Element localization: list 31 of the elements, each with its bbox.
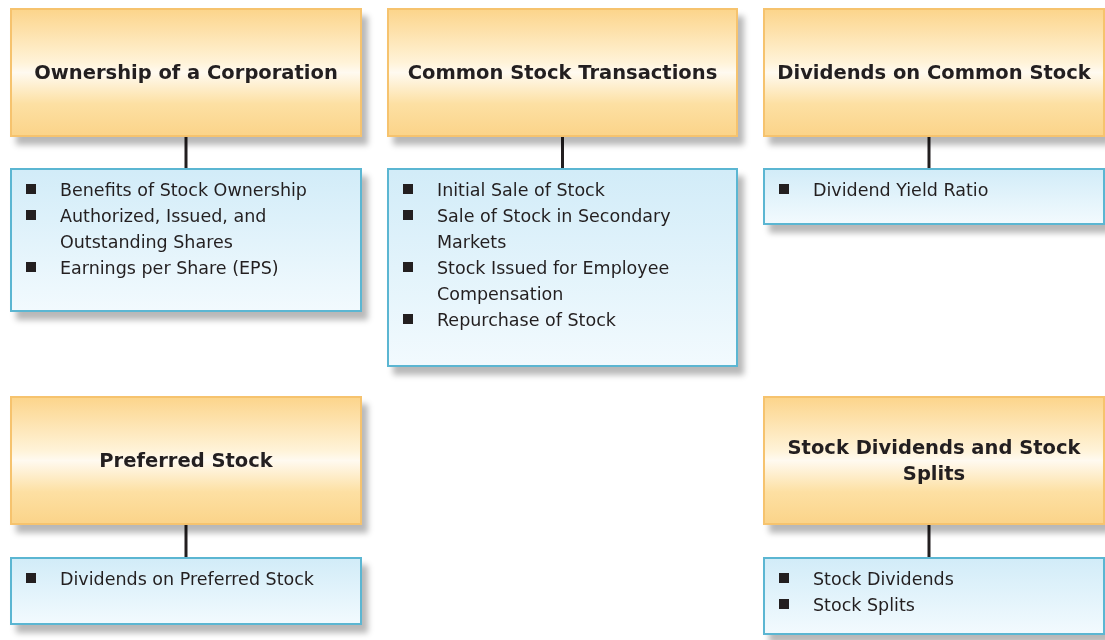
topic-list-box [763,557,1105,635]
list-item-text: Stock Splits [813,594,915,617]
list-item-text: Initial Sale of Stock [437,179,605,202]
connector-line [184,525,188,557]
heading-box [763,396,1105,525]
connector-line [927,525,931,557]
list-item-text: Dividends on Preferred Stock [60,568,314,591]
list-item-text: Stock Dividends [813,568,954,591]
topic-list-box [387,168,738,367]
heading-text: Common Stock Transactions [407,59,718,86]
heading-box [10,396,362,525]
connector-line [184,137,188,168]
heading-box [763,8,1105,137]
list-item-text: Earnings per Share (EPS) [60,257,279,280]
list-item-text: Authorized, Issued, and Outstanding Shares [60,205,268,254]
list-item-text: Dividend Yield Ratio [813,179,989,202]
heading-box [10,8,362,137]
connector-line [927,137,931,168]
heading-box [387,8,738,137]
heading-text: Preferred Stock [99,447,273,474]
topic-list-box [763,168,1105,225]
list-item-text: Benefits of Stock Ownership [60,179,307,202]
topic-list-box [10,557,362,625]
list-item-text: Repurchase of Stock [437,309,616,332]
connector-line [561,137,564,168]
heading-text: Stock Dividends and Stock Splits [786,435,1082,486]
heading-text: Dividends on Common Stock [777,59,1091,86]
topic-list-box [10,168,362,312]
list-item-text: Stock Issued for Employee Compensation [437,257,671,306]
heading-text: Ownership of a Corporation [34,59,338,86]
list-item-text: Sale of Stock in Secondary Markets [437,205,672,254]
